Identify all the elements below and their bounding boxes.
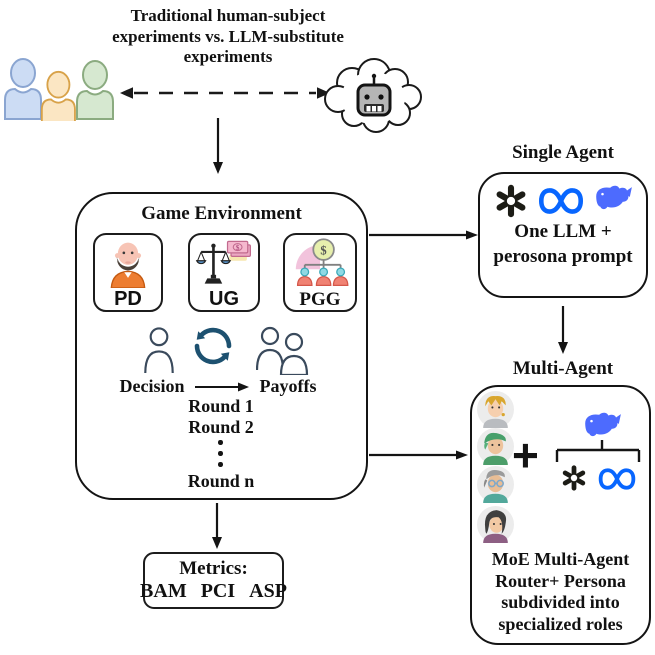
game-environment-title: Game Environment [141,203,302,224]
decision-person-icon [144,327,174,374]
round-1-label: Round 1 [188,396,254,416]
round-2-label: Round 2 [188,417,254,437]
green-hair-persona-avatar [477,428,514,465]
dark-hair-persona-avatar [477,506,514,543]
blonde-persona-avatar [477,391,514,428]
balance-scale-money-icon: $ [195,240,251,284]
metric-pci: PCI [200,580,236,602]
title-line: experiments [183,47,273,66]
game-to-metrics-arrow [212,503,222,549]
single-agent-description-line-2: perosona prompt [493,246,633,267]
payoffs-label: Payoffs [259,376,317,396]
single-agent-box [478,172,648,298]
metric-asp: ASP [249,580,287,602]
three-people-icon [4,58,114,121]
multi-agent-box [470,385,651,645]
payoffs-people-icon [256,326,309,375]
router-meta-logo [598,468,636,490]
router-tree-lines [555,440,641,462]
pgg-label: PGG [299,289,341,310]
decision-label: Decision [119,376,185,396]
metrics-values: BAM PCI ASP [140,580,287,603]
multi-agent-title: Multi-Agent [512,358,614,379]
humans-to-game-arrow [213,118,223,174]
game-card-pgg: $ PGG [283,233,357,312]
meta-logo [538,188,584,214]
decision-to-payoffs-arrow [195,382,249,392]
multi-agent-description: MoE Multi-Agent Router+ Persona subdivid… [470,549,651,635]
game-card-ug: $ UG [188,233,260,312]
single-agent-title: Single Agent [512,142,614,163]
router-openai-logo [562,465,586,491]
multi-agent-description-line-3: subdivided into [501,592,620,612]
metrics-title: Metrics: [179,558,248,579]
openai-logo [496,184,526,218]
svg-text:$: $ [236,244,240,252]
game-to-single-agent-arrow [369,230,478,240]
plus-sign: + [512,429,539,481]
metrics-box: Metrics: BAM PCI ASP [140,552,287,609]
deepseek-logo [596,185,632,210]
multi-agent-description-line-2: Router+ Persona [495,570,626,591]
title-line: Traditional human-subject [130,6,326,25]
game-to-multi-agent-arrow [369,450,468,460]
dashed-double-arrow [120,87,330,99]
prisoner-icon [110,242,146,288]
game-card-pd: PD [93,233,163,312]
public-goods-coin-icon: $ [295,238,349,287]
svg-text:$: $ [320,243,326,257]
router-deepseek-logo [585,412,621,437]
gray-hair-glasses-persona-avatar [477,466,514,503]
round-n-label: Round n [187,471,255,491]
page-title: Traditional human-subject experiments vs… [88,6,368,68]
repeat-cycle-icon [194,327,232,365]
title-line: experiments vs. LLM-substitute [112,26,344,46]
metric-bam: BAM [140,580,187,602]
robot-cloud-icon [324,58,422,133]
pd-label: PD [114,288,142,310]
single-agent-description-line-1: One LLM + [514,221,612,242]
multi-agent-description-line-1: MoE Multi-Agent [491,549,630,569]
ug-label: UG [209,288,239,310]
multi-agent-description-line-4: specialized roles [498,613,623,634]
single-to-multi-arrow [558,306,568,354]
